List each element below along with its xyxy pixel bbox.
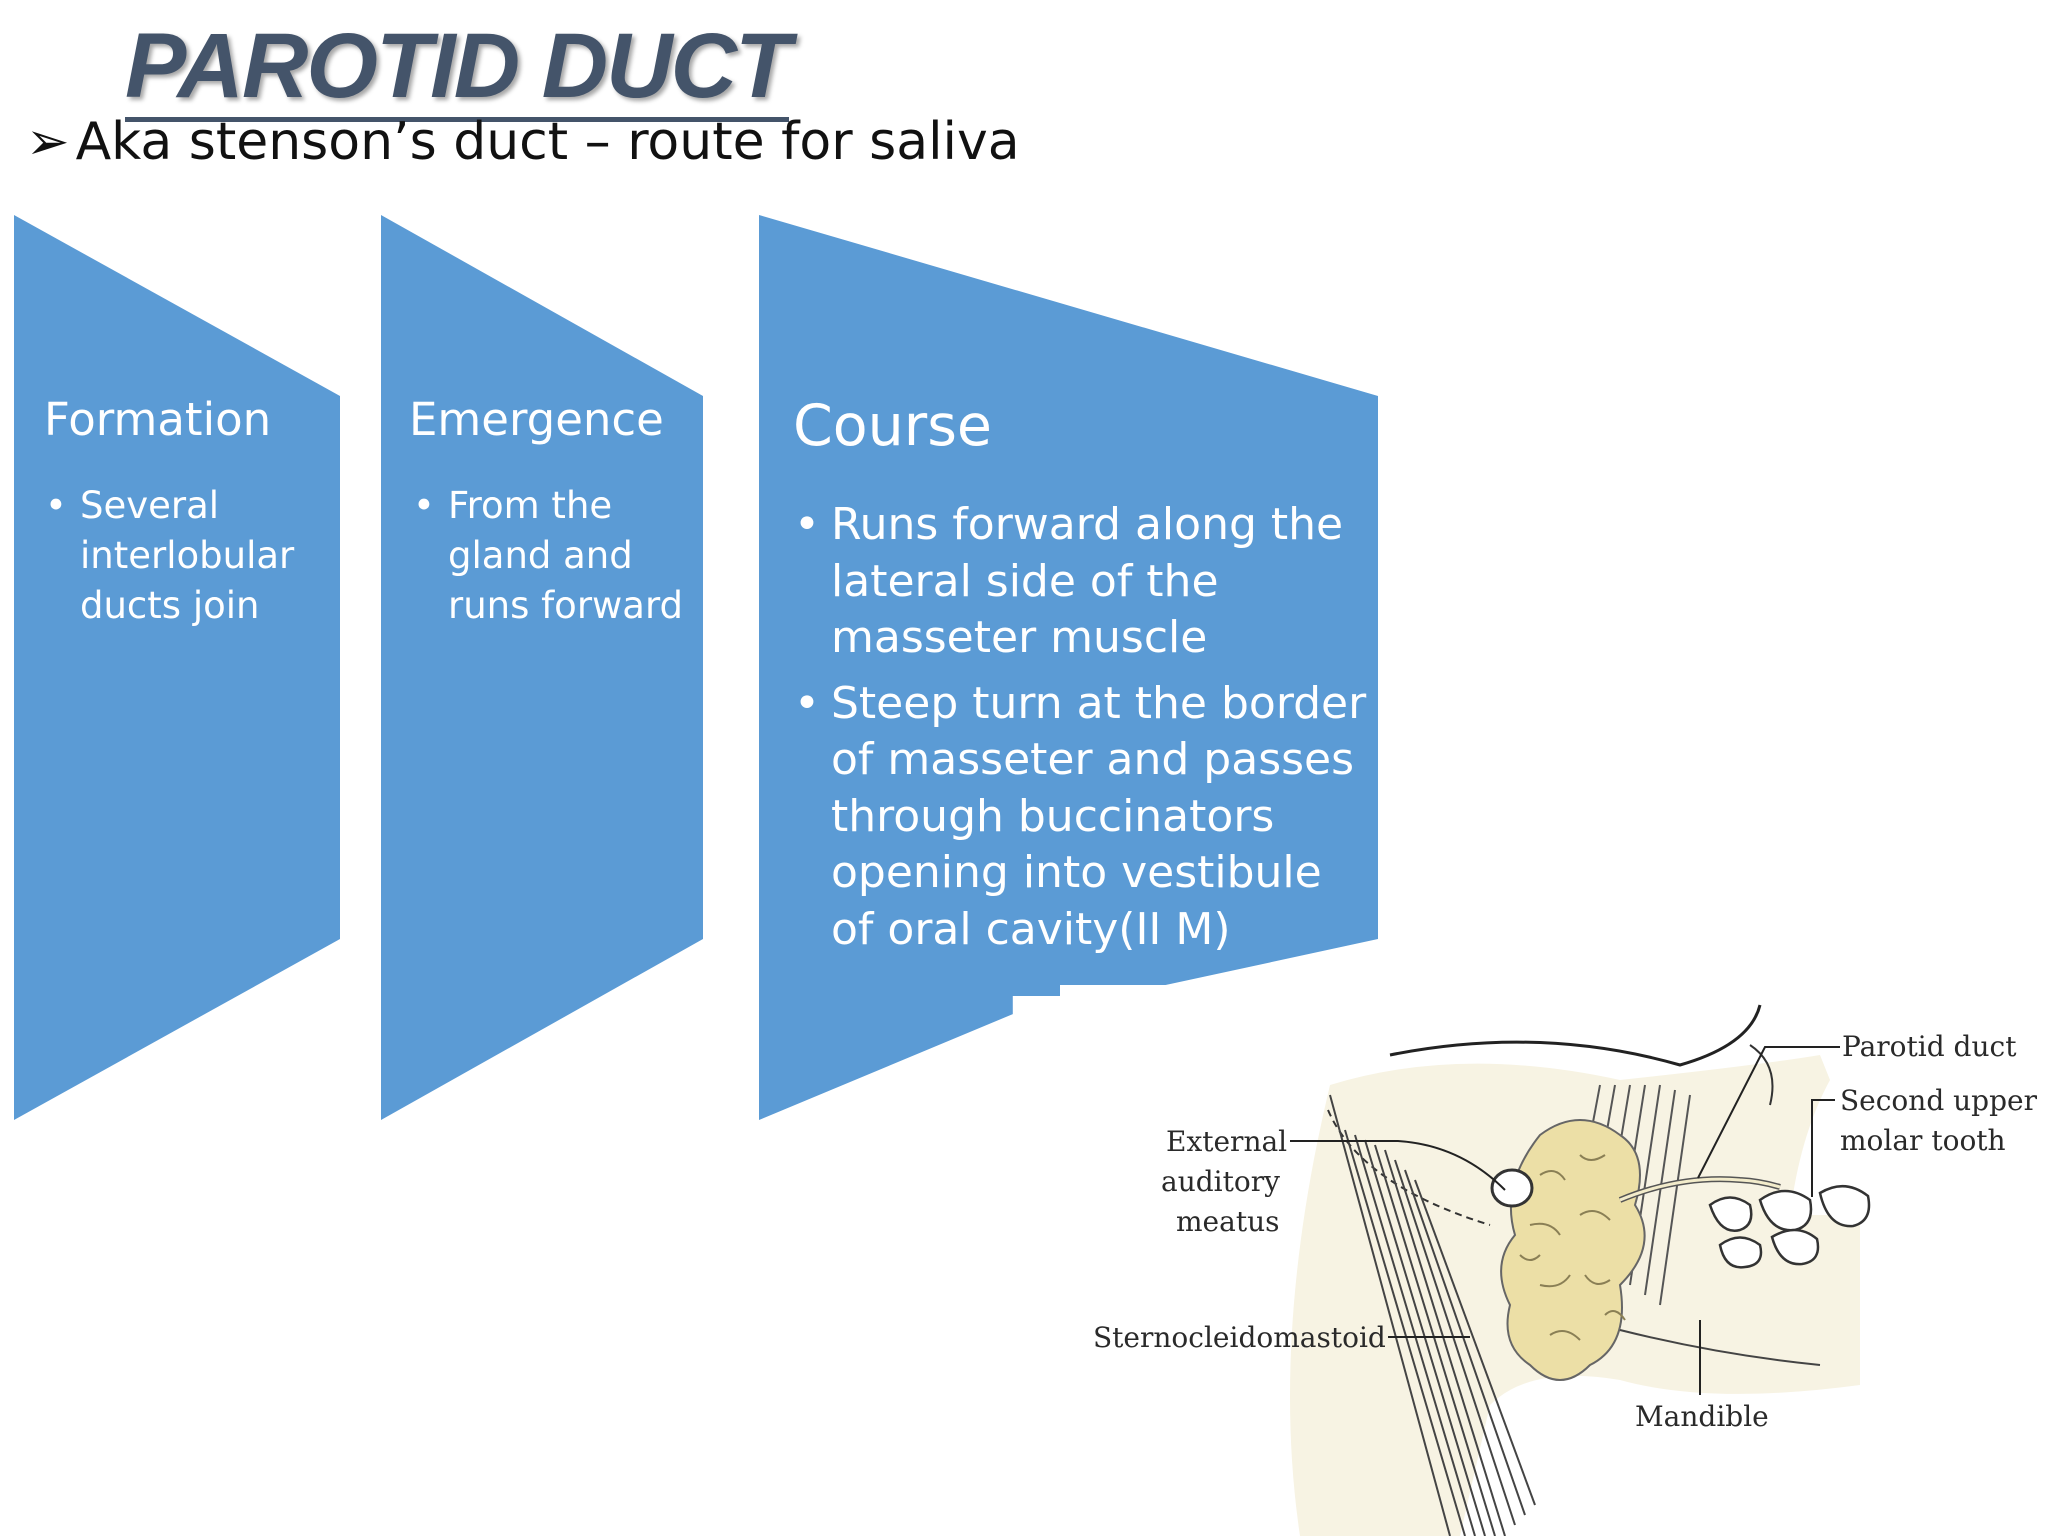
face-outline — [1749, 1044, 1774, 1106]
step-heading: Course — [793, 393, 992, 459]
step-heading: Emergence — [409, 393, 664, 446]
step-bullets: Several interlobular ducts join — [45, 481, 330, 631]
bullet-item: Runs forward along the lateral side of t… — [794, 497, 1371, 667]
molar-teeth — [1708, 1185, 1871, 1269]
parotid-gland — [1500, 1119, 1646, 1381]
step-formation: Formation Several interlobular ducts joi… — [14, 215, 340, 1120]
sternocleidomastoid-muscle — [1329, 1094, 1536, 1536]
parotid-anatomy-figure: Parotid duct Second upper molar tooth Ex… — [1060, 985, 2048, 1536]
label-second-upper-molar: Second upper — [1840, 1084, 2037, 1117]
mandible-outline — [1619, 1329, 1821, 1366]
label-mandible: Mandible — [1635, 1400, 1769, 1433]
bullet-item: Steep turn at the border of masseter and… — [794, 676, 1371, 959]
subtitle: ➢Aka stenson’s duct – route for saliva — [26, 112, 1020, 172]
slide-title: PAROTID DUCT — [125, 15, 791, 123]
leader-lines — [1290, 1046, 1840, 1395]
auditory-meatus — [1490, 1168, 1534, 1208]
subtitle-text: Aka stenson’s duct – route for saliva — [75, 112, 1020, 172]
bullet-item: From the gland and runs forward — [413, 481, 688, 631]
label-external-auditory-meatus: External — [1166, 1125, 1288, 1158]
label-sternocleidomastoid: Sternocleidomastoid — [1093, 1321, 1386, 1354]
step-bullets: Runs forward along the lateral side of t… — [794, 497, 1371, 967]
anatomy-illustration — [1060, 985, 2048, 1536]
bullet-item: Several interlobular ducts join — [45, 481, 330, 631]
label-second-upper-molar-line2: molar tooth — [1840, 1124, 2006, 1157]
label-external-auditory-meatus-line3: meatus — [1176, 1205, 1280, 1238]
step-emergence: Emergence From the gland and runs forwar… — [381, 215, 703, 1120]
step-bullets: From the gland and runs forward — [413, 481, 688, 631]
label-parotid-duct: Parotid duct — [1842, 1030, 2017, 1063]
label-external-auditory-meatus-line2: auditory — [1161, 1165, 1280, 1198]
step-heading: Formation — [44, 393, 272, 446]
jaw-outline — [1389, 1004, 1762, 1067]
arrow-bullet-icon: ➢ — [26, 112, 70, 172]
